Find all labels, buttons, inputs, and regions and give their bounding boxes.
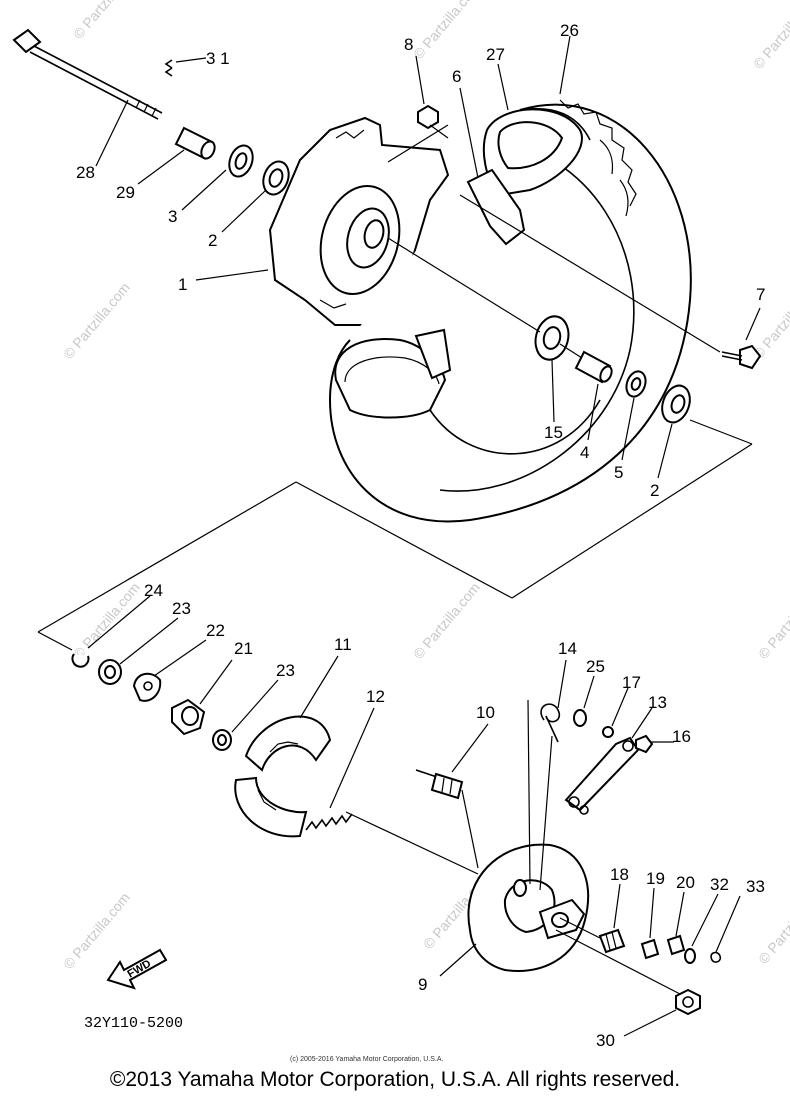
- callout-2: 2: [208, 231, 217, 250]
- cotter-pin: [164, 59, 173, 77]
- callout-21: 21: [234, 639, 253, 658]
- washer: [573, 709, 587, 727]
- washer: [98, 659, 122, 685]
- callout-31: 3 1: [206, 49, 230, 68]
- joint-pin: [640, 938, 660, 960]
- brake-cam: [171, 698, 206, 736]
- indicator-plate: [132, 672, 162, 702]
- callout-20: 20: [676, 873, 695, 892]
- callout-17: 17: [622, 673, 641, 692]
- callout-11: 11: [334, 635, 352, 654]
- callout-4: 4: [580, 443, 589, 462]
- callout-23: 23: [172, 599, 191, 618]
- brake-plate: [467, 843, 590, 972]
- bolt: [635, 734, 654, 754]
- callout-8: 8: [404, 35, 413, 54]
- callout-32: 32: [710, 875, 729, 894]
- collar: [174, 126, 216, 160]
- watermark: © Partzilla.com: [750, 0, 790, 72]
- callout-labels: 1 2 2 3 4 5 6 7 8 9 10 11 12 13 14 15 16…: [76, 21, 765, 1050]
- callout-2: 2: [650, 481, 659, 500]
- nut: [417, 104, 439, 130]
- callout-18: 18: [610, 865, 629, 884]
- callout-7: 7: [756, 285, 765, 304]
- axle-bolt: [12, 28, 163, 120]
- axle-nut: [675, 988, 701, 1016]
- brake-assembly: [71, 653, 722, 1016]
- callout-16: 16: [672, 727, 691, 746]
- callout-24: 24: [144, 581, 163, 600]
- circlip: [71, 653, 90, 668]
- callout-10: 10: [476, 703, 495, 722]
- callout-leaders: [87, 35, 761, 1037]
- callout-28: 28: [76, 163, 95, 182]
- watermark: © Partzilla.com: [60, 279, 133, 362]
- callout-19: 19: [646, 869, 665, 888]
- callout-15: 15: [544, 423, 563, 442]
- callout-1: 1: [178, 275, 187, 294]
- bolt: [721, 344, 762, 370]
- callout-29: 29: [116, 183, 135, 202]
- o-ring: [602, 726, 614, 738]
- wheel-assembly: [12, 28, 762, 651]
- callout-13: 13: [648, 693, 667, 712]
- oil-seal: [228, 144, 254, 178]
- callout-5: 5: [614, 463, 623, 482]
- callout-30: 30: [596, 1031, 615, 1050]
- fine-print: (c) 2005-2016 Yamaha Motor Corporation, …: [290, 1056, 443, 1063]
- brake-shoe: [234, 715, 332, 838]
- cotter-pin: [710, 951, 722, 963]
- bearing: [534, 315, 570, 361]
- spacer: [574, 350, 613, 384]
- watermark: © Partzilla.com: [755, 579, 790, 662]
- return-spring: [305, 813, 353, 831]
- watermark: © Partzilla.com: [60, 889, 133, 972]
- bearing: [262, 160, 290, 196]
- torsion-spring: [540, 703, 561, 743]
- washer: [212, 729, 232, 751]
- callout-26: 26: [560, 21, 579, 40]
- callout-33: 33: [746, 877, 765, 896]
- callout-27: 27: [486, 45, 505, 64]
- watermark: © Partzilla.com: [410, 579, 483, 662]
- callout-12: 12: [366, 687, 385, 706]
- callout-6: 6: [452, 67, 461, 86]
- callout-9: 9: [418, 975, 427, 994]
- copyright-notice: ©2013 Yamaha Motor Corporation, U.S.A. A…: [109, 1068, 681, 1091]
- washer: [684, 948, 696, 964]
- adjusting-nut: [598, 928, 626, 954]
- cable-adjuster: [415, 769, 464, 800]
- callout-3: 3: [168, 207, 177, 226]
- callout-25: 25: [586, 657, 605, 676]
- watermark: © Partzilla.com: [410, 0, 483, 62]
- washer: [666, 934, 686, 956]
- camshaft-lever: [564, 736, 640, 815]
- watermark: © Partzilla.com: [70, 0, 143, 42]
- callout-14: 14: [558, 639, 577, 658]
- callout-22: 22: [206, 621, 225, 640]
- rim-half: [482, 108, 583, 197]
- callout-23: 23: [276, 661, 295, 680]
- watermark: © Partzilla.com: [755, 884, 790, 967]
- rim-half-lower: [334, 328, 452, 419]
- oil-seal: [625, 370, 647, 398]
- bearing: [661, 384, 691, 424]
- fwd-arrow: FWD: [106, 948, 168, 990]
- diagram-code: 32Y110-5200: [84, 1015, 183, 1032]
- fwd-label: FWD: [126, 958, 154, 981]
